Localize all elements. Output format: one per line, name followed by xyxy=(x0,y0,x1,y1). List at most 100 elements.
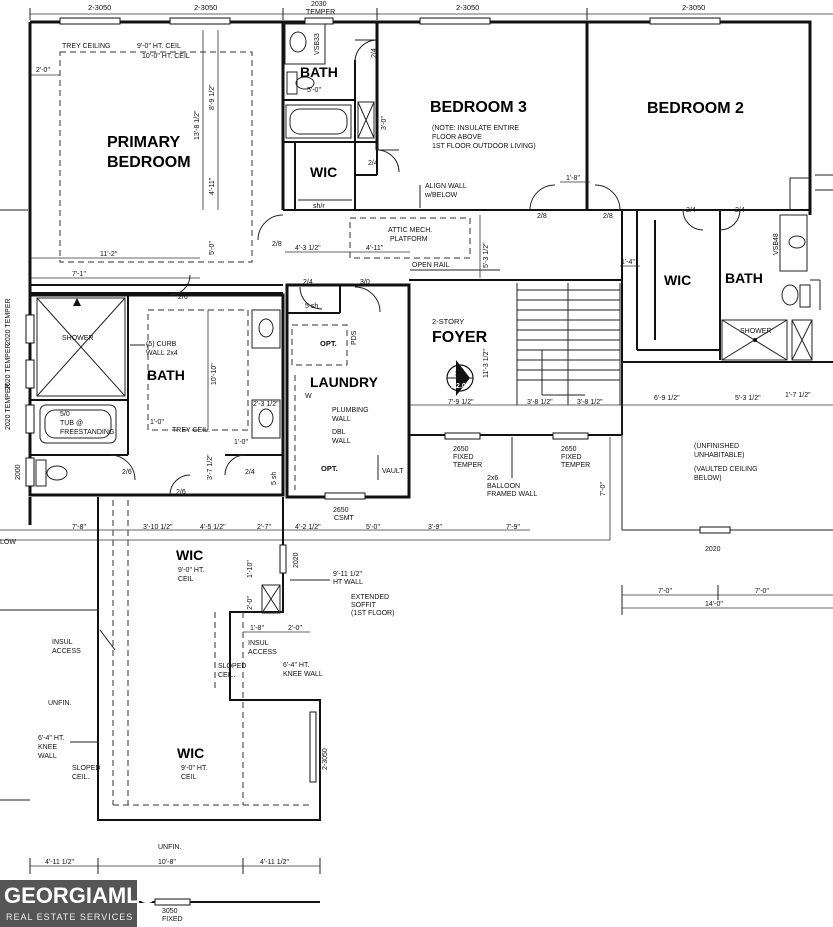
window-label: TEMPER xyxy=(453,462,482,469)
window-label: 2000 xyxy=(15,464,22,480)
trey-ceiling-label: TREY CEIL. xyxy=(172,427,210,434)
note-text: 1ST FLOOR OUTDOOR LIVING) xyxy=(432,143,536,150)
room-name-wic: WIC xyxy=(664,272,691,288)
dimension-label: 7'-9" xyxy=(506,524,520,531)
dimension-label: 1'-7 1/2" xyxy=(785,392,811,399)
logo-subtext: REAL ESTATE SERVICES xyxy=(6,912,134,922)
door-label: 2/4 xyxy=(303,279,313,286)
dimension-label: 3'-9" xyxy=(428,524,442,531)
knee-wall-label: WALL xyxy=(38,753,57,760)
vault-label: VAULT xyxy=(382,468,404,475)
dimension-label: 2'-0" xyxy=(247,596,254,610)
dimension-label: 1'-8" xyxy=(250,625,264,632)
tub-label: FREESTANDING xyxy=(60,429,114,436)
door-label: 3/0 xyxy=(360,279,370,286)
room-name-wic: WIC xyxy=(310,164,337,180)
insul-label: ACCESS xyxy=(248,649,277,656)
unfinished-label: UNHABITABLE) xyxy=(694,452,744,459)
window-label: 2650 xyxy=(333,507,349,514)
room-name-laundry: LAUNDRY xyxy=(310,374,379,390)
sloped-label: CEIL. xyxy=(72,774,90,781)
door-label: 2/4 xyxy=(686,207,696,214)
open-rail-label: OPEN RAIL xyxy=(412,262,449,269)
ceiling-label: CEIL xyxy=(178,576,194,583)
dimension-label: 1'-0" xyxy=(234,439,248,446)
room-name-bath: BATH xyxy=(725,270,763,286)
dimension-label: 5'-0" xyxy=(366,524,380,531)
balloon-label: BALLOON xyxy=(487,483,520,490)
dimension-label: 4'-11" xyxy=(366,245,384,252)
dimension-label: 1'-8" xyxy=(566,175,580,182)
window-label: 2-3050 xyxy=(322,748,329,770)
mls-logo: GEORGIAMLS REAL ESTATE SERVICES xyxy=(0,880,154,927)
door-label: 2/4 xyxy=(735,207,745,214)
attic-label: PLATFORM xyxy=(390,236,428,243)
dimension-label: 10'-8" xyxy=(158,859,176,866)
dimension-label: 7'-8" xyxy=(72,524,86,531)
section-number: 3 xyxy=(455,371,459,378)
unfin-label: UNFIN. xyxy=(48,700,71,707)
window-label: 2020 xyxy=(293,552,300,568)
dimension-label: 3'-0" xyxy=(381,116,388,130)
curb-label: WALL 2x4 xyxy=(146,350,178,357)
dimension-label: 8'-9 1/2" xyxy=(209,84,216,110)
dimension-label: 5'-0" xyxy=(307,87,321,94)
door-label: 2/4 xyxy=(368,160,378,167)
dimension-label: 5'-3 1/2" xyxy=(483,242,490,268)
room-name-bath: BATH xyxy=(300,64,338,80)
window-label: 2020 TEMPER xyxy=(5,343,12,390)
ceiling-label: 9'-0" HT. xyxy=(181,765,207,772)
dimension-label: 7'-0" xyxy=(755,588,769,595)
ceiling-label: 9'-0" HT. xyxy=(178,567,204,574)
dimension-label: 7'-1" xyxy=(72,271,86,278)
tub-label: TUB @ xyxy=(60,420,83,427)
dimension-label: 13'-8 1/2" xyxy=(194,110,201,140)
soffit-label: (1ST FLOOR) xyxy=(351,610,394,617)
dimension-label: 5'-3 1/2" xyxy=(735,395,761,402)
vanity-label: VSB48 xyxy=(773,233,780,255)
room-name-wic: WIC xyxy=(176,547,203,563)
room-name-primary-bedroom: PRIMARY xyxy=(107,134,181,151)
low-label: LOW xyxy=(0,539,16,546)
ceiling-label: CEIL xyxy=(181,774,197,781)
dimension-label: 7'-0" xyxy=(600,482,607,496)
door-label: 2/6 xyxy=(176,489,186,496)
window-label: FIXED xyxy=(162,916,183,923)
dimension-label: 4'-2 1/2" xyxy=(295,524,321,531)
window-label: 3050 xyxy=(162,908,178,915)
dimension-label: 4'-3 1/2" xyxy=(295,245,321,252)
foyer-label: 2-STORY xyxy=(432,317,464,326)
dimension-label: 2'-7" xyxy=(257,524,271,531)
dimension-label: 1'-4" xyxy=(621,259,635,266)
knee-wall-label: KNEE WALL xyxy=(283,671,323,678)
dimension-label: 5'-0" xyxy=(209,241,216,255)
knee-wall-label: KNEE xyxy=(38,744,57,751)
align-wall-label: ALIGN WALL xyxy=(425,183,467,190)
window-label: CSMT xyxy=(334,515,355,522)
dimension-label: 3'-8 1/2" xyxy=(577,399,603,406)
shelf-label: 5 sh xyxy=(271,472,278,485)
door-label: 2/4 xyxy=(371,48,378,58)
dimension-label: 2'-3 1/2" xyxy=(253,401,279,408)
washer-label: W xyxy=(305,393,312,400)
dimension-label: 11'-2" xyxy=(100,251,118,258)
tub-label: 5/0 xyxy=(60,411,70,418)
curb-label: (5) CURB xyxy=(146,341,177,348)
shower-label: SHOWER xyxy=(740,328,772,335)
wall-height-label: HT WALL xyxy=(333,579,363,586)
knee-wall-label: 6'-4" HT. xyxy=(38,735,64,742)
unfin-label: UNFIN. xyxy=(158,844,181,851)
shelf-rod-label: sh/r xyxy=(313,203,325,210)
dimension-label: 2'-0" xyxy=(288,625,302,632)
wall-height-label: 9'-11 1/2" xyxy=(333,571,363,578)
unfinished-label: (UNFINISHED xyxy=(694,443,739,450)
knee-wall-label: 6'-4" HT. xyxy=(283,662,309,669)
room-name-bedroom-3: BEDROOM 3 xyxy=(430,99,527,116)
shower-label: SHOWER xyxy=(62,335,94,342)
sloped-label: CEIL. xyxy=(218,672,236,679)
vanity-label: VSB33 xyxy=(314,33,321,55)
window-label: 2650 xyxy=(453,446,469,453)
dbl-wall-label: DBL xyxy=(332,429,346,436)
plumbing-label: PLUMBING xyxy=(332,407,369,414)
